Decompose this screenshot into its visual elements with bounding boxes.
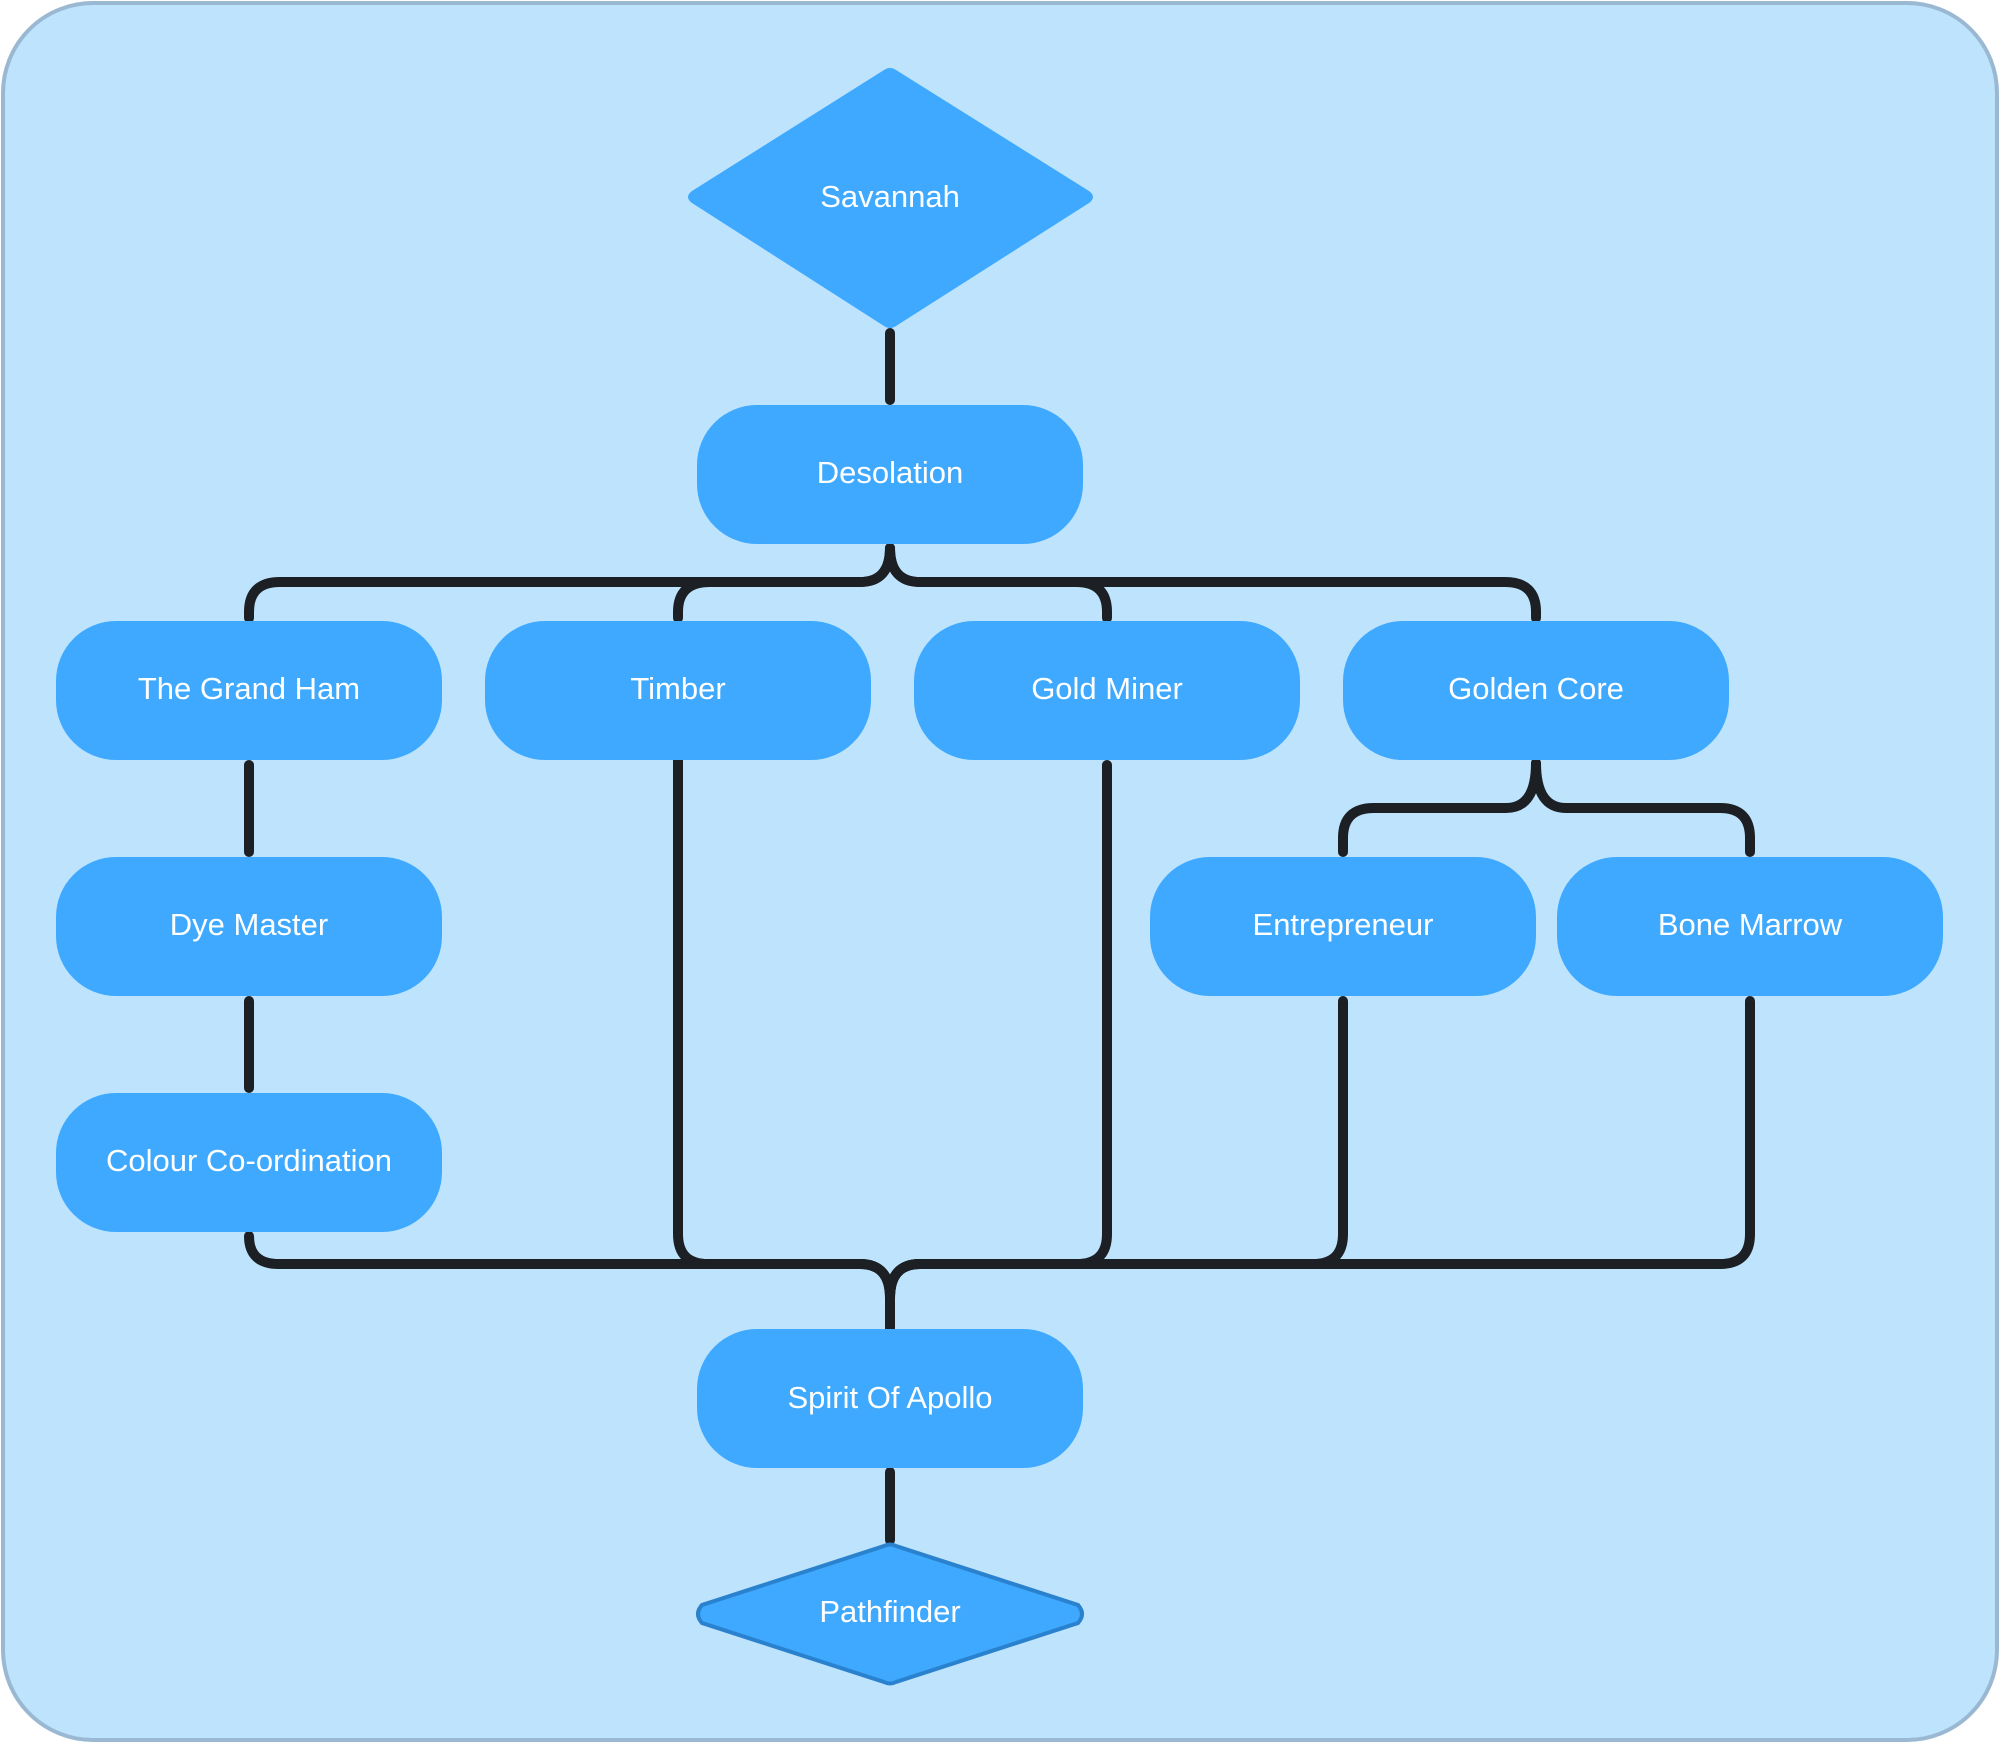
- edge-desolation-golden-core: [885, 543, 1541, 623]
- node-the-grand-ham-label: The Grand Ham: [138, 671, 360, 706]
- node-timber-shape: [485, 621, 871, 760]
- node-golden-core-label: Golden Core: [1448, 671, 1624, 706]
- node-entrepreneur-shape: [1150, 857, 1536, 996]
- node-dye-master[interactable]: Dye Master: [56, 857, 442, 996]
- node-pathfinder[interactable]: Pathfinder: [696, 1542, 1084, 1686]
- node-spirit-of-apollo-shape: [697, 1329, 1083, 1468]
- node-colour-coordination-shape: [56, 1093, 442, 1232]
- node-spirit-of-apollo-label: Spirit Of Apollo: [787, 1380, 992, 1415]
- node-dye-master-label: Dye Master: [170, 907, 328, 942]
- edge-golden-core-entrepreneur: [1338, 758, 1541, 857]
- node-gold-miner-shape: [914, 621, 1300, 760]
- node-bone-marrow[interactable]: Bone Marrow: [1557, 857, 1943, 996]
- edge-bone-marrow-spirit: [885, 996, 1755, 1332]
- node-spirit-of-apollo[interactable]: Spirit Of Apollo: [697, 1329, 1083, 1468]
- edge-desolation-timber: [673, 543, 895, 623]
- node-golden-core[interactable]: Golden Core: [1343, 621, 1729, 760]
- node-desolation[interactable]: Desolation: [697, 405, 1083, 544]
- node-entrepreneur[interactable]: Entrepreneur: [1150, 857, 1536, 996]
- node-desolation-label: Desolation: [817, 455, 963, 490]
- node-entrepreneur-label: Entrepreneur: [1253, 907, 1434, 942]
- node-pathfinder-label: Pathfinder: [819, 1594, 960, 1629]
- connectors: [244, 328, 1755, 1545]
- node-the-grand-ham-shape: [56, 621, 442, 760]
- node-the-grand-ham[interactable]: The Grand Ham: [56, 621, 442, 760]
- node-gold-miner-label: Gold Miner: [1031, 671, 1183, 706]
- node-gold-miner[interactable]: Gold Miner: [914, 621, 1300, 760]
- node-bone-marrow-label: Bone Marrow: [1658, 907, 1843, 942]
- edge-golden-core-bone-marrow: [1531, 758, 1755, 857]
- node-savannah[interactable]: Savannah: [688, 68, 1093, 328]
- node-timber-label: Timber: [630, 671, 725, 706]
- node-dye-master-shape: [56, 857, 442, 996]
- node-timber[interactable]: Timber: [485, 621, 871, 760]
- node-savannah-shape: [688, 68, 1093, 328]
- node-golden-core-shape: [1343, 621, 1729, 760]
- node-pathfinder-shape: [696, 1542, 1084, 1686]
- node-savannah-label: Savannah: [820, 179, 960, 214]
- nodes: Savannah Desolation The Grand Ham Timber…: [56, 68, 1943, 1686]
- node-colour-coordination[interactable]: Colour Co-ordination: [56, 1093, 442, 1232]
- node-colour-coordination-label: Colour Co-ordination: [106, 1143, 392, 1178]
- node-bone-marrow-shape: [1557, 857, 1943, 996]
- node-desolation-shape: [697, 405, 1083, 544]
